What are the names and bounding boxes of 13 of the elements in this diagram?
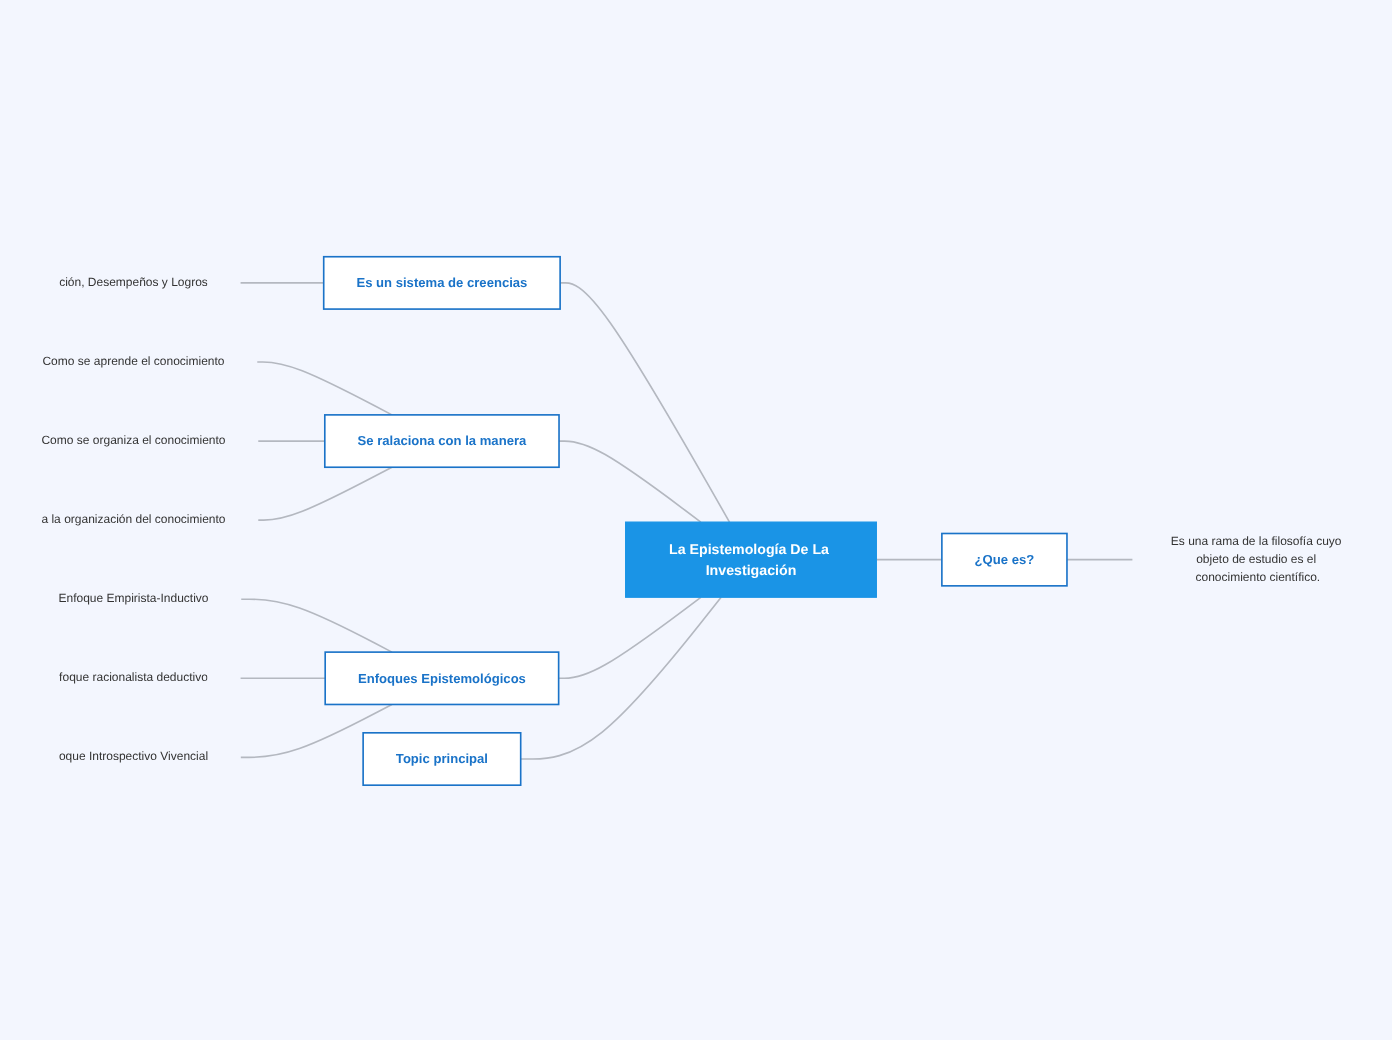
connector: [1066, 557, 1134, 560]
connector: [875, 557, 943, 560]
connector: [559, 281, 731, 522]
connector: [240, 597, 393, 652]
connector: [256, 360, 393, 415]
connector: [519, 595, 722, 759]
connector: [239, 281, 325, 283]
connector: [558, 439, 702, 522]
connector: [557, 595, 702, 679]
connector: [239, 676, 326, 679]
connector: [240, 702, 393, 758]
connector: [257, 439, 326, 441]
connector: [257, 465, 393, 520]
